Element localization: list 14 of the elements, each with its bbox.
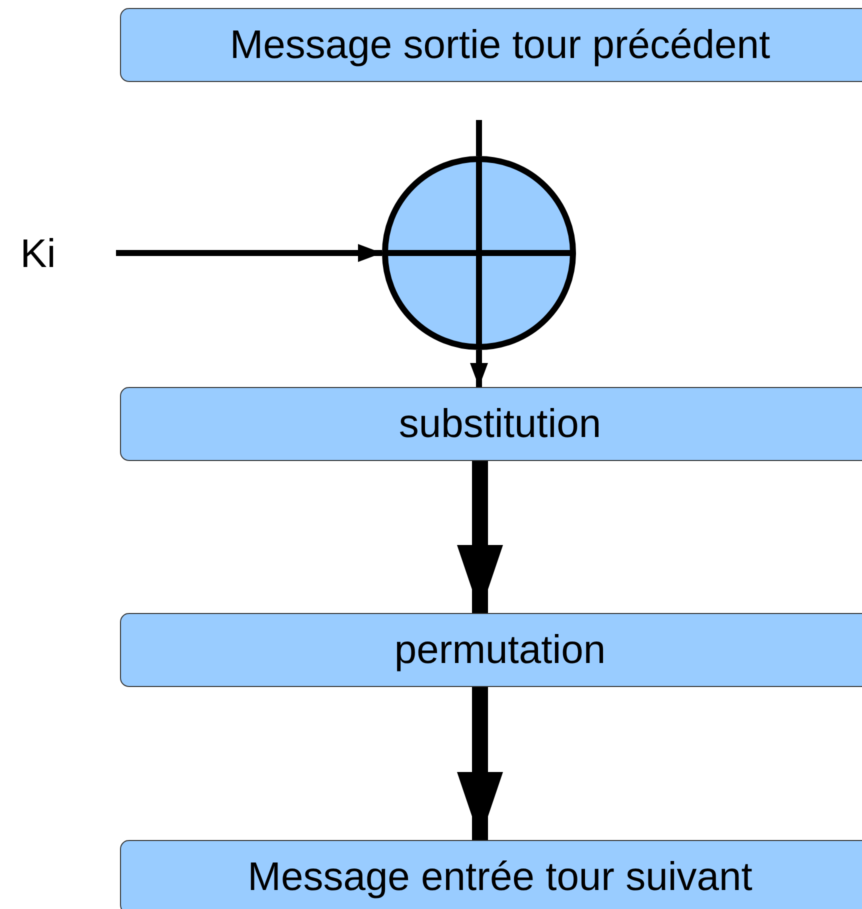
box-label: Message entrée tour suivant bbox=[248, 854, 752, 900]
arrow bbox=[470, 350, 488, 387]
connector-line bbox=[476, 120, 482, 156]
process-box bbox=[120, 387, 862, 461]
process-box bbox=[120, 840, 862, 909]
process-box bbox=[120, 613, 862, 687]
box-label: substitution bbox=[398, 402, 602, 446]
thick-arrow bbox=[457, 687, 503, 840]
box-label: Message sortie tour précédent bbox=[230, 22, 770, 68]
thick-arrow bbox=[457, 461, 503, 613]
arrow bbox=[116, 244, 382, 262]
input-label: Ki bbox=[20, 232, 56, 276]
process-box bbox=[120, 8, 862, 82]
box-label: permutation bbox=[394, 628, 606, 672]
